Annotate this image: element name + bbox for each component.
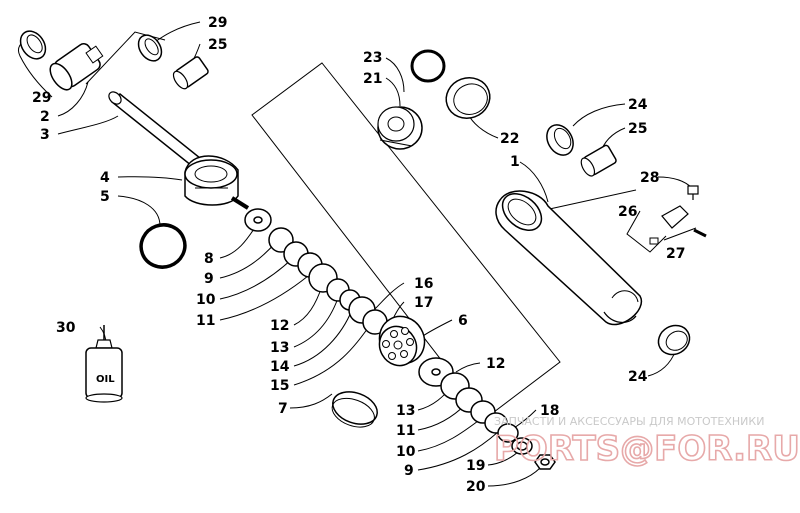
label-8: 8 bbox=[204, 251, 214, 267]
watermark: ЗАПЧАСТИ И АКСЕССУАРЫ ДЛЯ МОТОТЕХНИКИ PO… bbox=[493, 415, 800, 470]
reservoir-link-line bbox=[544, 189, 637, 211]
watermark-brand: PORTS@FOR.RU bbox=[494, 429, 800, 469]
label-29-left: 29 bbox=[32, 90, 51, 106]
watermark-tagline: ЗАПЧАСТИ И АКСЕССУАРЫ ДЛЯ МОТОТЕХНИКИ bbox=[494, 415, 764, 428]
label-10-upper: 10 bbox=[196, 292, 216, 308]
part-23-o-ring bbox=[410, 49, 446, 83]
label-4: 4 bbox=[100, 170, 110, 186]
label-25-top: 25 bbox=[208, 37, 227, 53]
part-26-valve-body bbox=[649, 205, 689, 245]
label-25-right: 25 bbox=[628, 121, 647, 137]
part-28-valve-cap bbox=[687, 185, 699, 200]
label-22: 22 bbox=[500, 131, 519, 147]
part-29-dust-seal-right bbox=[137, 34, 163, 62]
part-20-nut bbox=[534, 454, 556, 470]
part-4-seal-head bbox=[184, 155, 250, 210]
label-26: 26 bbox=[618, 204, 637, 220]
part-6-piston bbox=[378, 315, 426, 367]
part-30-oil-bottle: OIL bbox=[85, 325, 123, 403]
part-2-rod-eye-housing bbox=[49, 43, 104, 91]
label-28: 28 bbox=[640, 170, 659, 186]
part-29-dust-seal-left bbox=[19, 30, 47, 60]
part-25-bushing-right bbox=[580, 144, 617, 177]
label-23: 23 bbox=[363, 50, 382, 66]
label-29-top: 29 bbox=[208, 15, 227, 31]
label-19: 19 bbox=[466, 458, 485, 474]
part-18-shim bbox=[497, 423, 519, 443]
label-9-lower: 9 bbox=[404, 463, 414, 479]
label-21: 21 bbox=[363, 71, 382, 87]
part-8-washer bbox=[244, 208, 272, 232]
washer-stack-lower bbox=[418, 357, 556, 470]
label-24-lower: 24 bbox=[628, 369, 648, 385]
label-2: 2 bbox=[40, 109, 50, 125]
label-10-lower: 10 bbox=[396, 444, 416, 460]
part-5-o-ring bbox=[139, 223, 187, 269]
label-20: 20 bbox=[466, 479, 486, 495]
label-7: 7 bbox=[278, 401, 288, 417]
part-3-piston-rod bbox=[108, 91, 207, 172]
label-27: 27 bbox=[666, 246, 685, 262]
label-6: 6 bbox=[458, 313, 468, 329]
label-11-lower: 11 bbox=[396, 423, 415, 439]
label-11-upper: 11 bbox=[196, 313, 215, 329]
part-21-reservoir-piston bbox=[377, 106, 423, 150]
label-3: 3 bbox=[40, 127, 50, 143]
label-5: 5 bbox=[100, 189, 110, 205]
label-1: 1 bbox=[510, 154, 520, 170]
washer-stack-upper bbox=[244, 208, 388, 335]
part-27-valve-core bbox=[693, 228, 707, 238]
part-7-piston-band bbox=[331, 391, 378, 428]
label-16: 16 bbox=[414, 276, 433, 292]
label-13-lower: 13 bbox=[396, 403, 415, 419]
label-30: 30 bbox=[56, 320, 76, 336]
part-1-shock-body bbox=[495, 190, 643, 326]
label-14: 14 bbox=[270, 359, 290, 375]
oil-label: OIL bbox=[96, 374, 115, 385]
label-12-upper: 12 bbox=[270, 318, 289, 334]
label-18: 18 bbox=[540, 403, 559, 419]
label-15: 15 bbox=[270, 378, 289, 394]
part-25-bushing-left bbox=[172, 56, 209, 90]
label-17: 17 bbox=[414, 295, 433, 311]
label-9-upper: 9 bbox=[204, 271, 214, 287]
label-12-lower: 12 bbox=[486, 356, 505, 372]
part-19-washer bbox=[511, 437, 533, 455]
label-24-top: 24 bbox=[628, 97, 648, 113]
callout-labels: 29 25 29 2 3 23 21 22 1 24 25 28 26 27 4… bbox=[32, 15, 685, 495]
part-22-reservoir-cap bbox=[445, 77, 491, 119]
label-13-upper: 13 bbox=[270, 340, 289, 356]
part-24-dust-seal-upper bbox=[546, 124, 574, 156]
part-24-dust-seal-lower bbox=[657, 324, 691, 356]
